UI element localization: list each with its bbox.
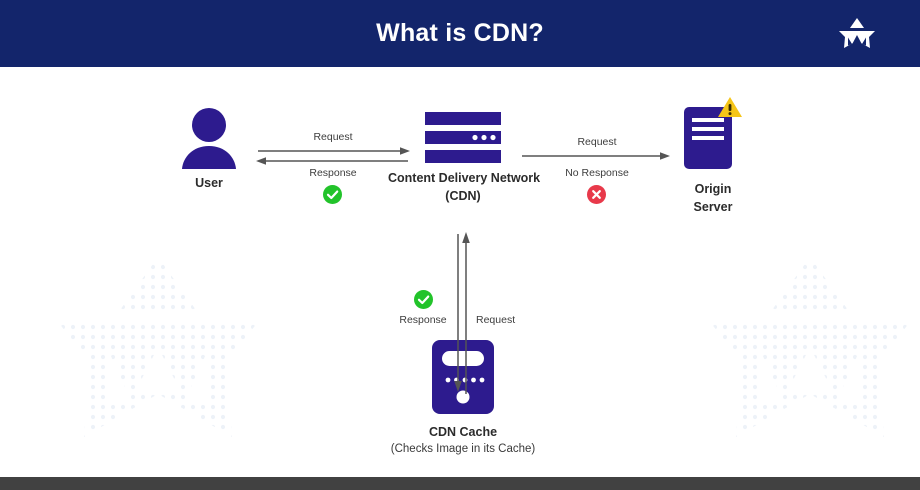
node-cdn-label: Content Delivery Network — [388, 171, 541, 185]
node-cache-label: CDN Cache — [428, 425, 498, 439]
node-cdn-sublabel: (CDN) — [445, 189, 481, 203]
footer-bar — [0, 477, 920, 490]
bidirectional-arrow-icon — [256, 147, 410, 165]
flow-user-cdn-response-label: Response — [309, 167, 357, 179]
node-cdn-cache[interactable]: CDN Cache (Checks Image in its Cache) — [390, 340, 536, 457]
header-bar: What is CDN? — [0, 0, 920, 67]
vertical-bidirectional-arrow-icon — [454, 232, 470, 394]
single-arrow-right-icon — [522, 152, 670, 160]
node-origin-server[interactable]: Origin Server — [662, 95, 764, 216]
flow-cdn-cache-request-label: Request — [476, 314, 516, 326]
crown-logo-icon — [839, 18, 875, 48]
user-avatar-icon — [182, 108, 236, 169]
warning-triangle-icon — [718, 97, 742, 117]
flow-cdn-origin: Request No Response — [522, 119, 672, 204]
flow-cdn-cache: Response Request — [396, 222, 526, 402]
node-cache-sublabel: (Checks Image in its Cache) — [390, 443, 536, 455]
node-origin-label-line2: Server — [693, 200, 733, 214]
document-server-icon — [684, 97, 742, 169]
page-title: What is CDN? — [376, 19, 544, 47]
flow-cdn-origin-request-label: Request — [577, 136, 617, 148]
server-rack-icon — [425, 112, 501, 163]
node-origin-label-line1: Origin — [694, 182, 732, 196]
green-check-circle-icon — [414, 290, 433, 309]
green-check-circle-icon — [323, 185, 342, 204]
flow-user-cdn: Request Response — [254, 119, 412, 204]
cdn-diagram: User Content Delivery Network (CDN) — [0, 67, 920, 477]
node-user-label: User — [195, 176, 223, 190]
node-cdn[interactable]: Content Delivery Network (CDN) — [388, 112, 541, 205]
red-x-circle-icon — [587, 185, 606, 204]
node-user[interactable]: User — [148, 107, 270, 192]
flow-cdn-origin-noresponse-label: No Response — [565, 167, 629, 179]
flow-cdn-cache-response-label: Response — [399, 314, 447, 326]
flow-user-cdn-request-label: Request — [313, 131, 353, 143]
